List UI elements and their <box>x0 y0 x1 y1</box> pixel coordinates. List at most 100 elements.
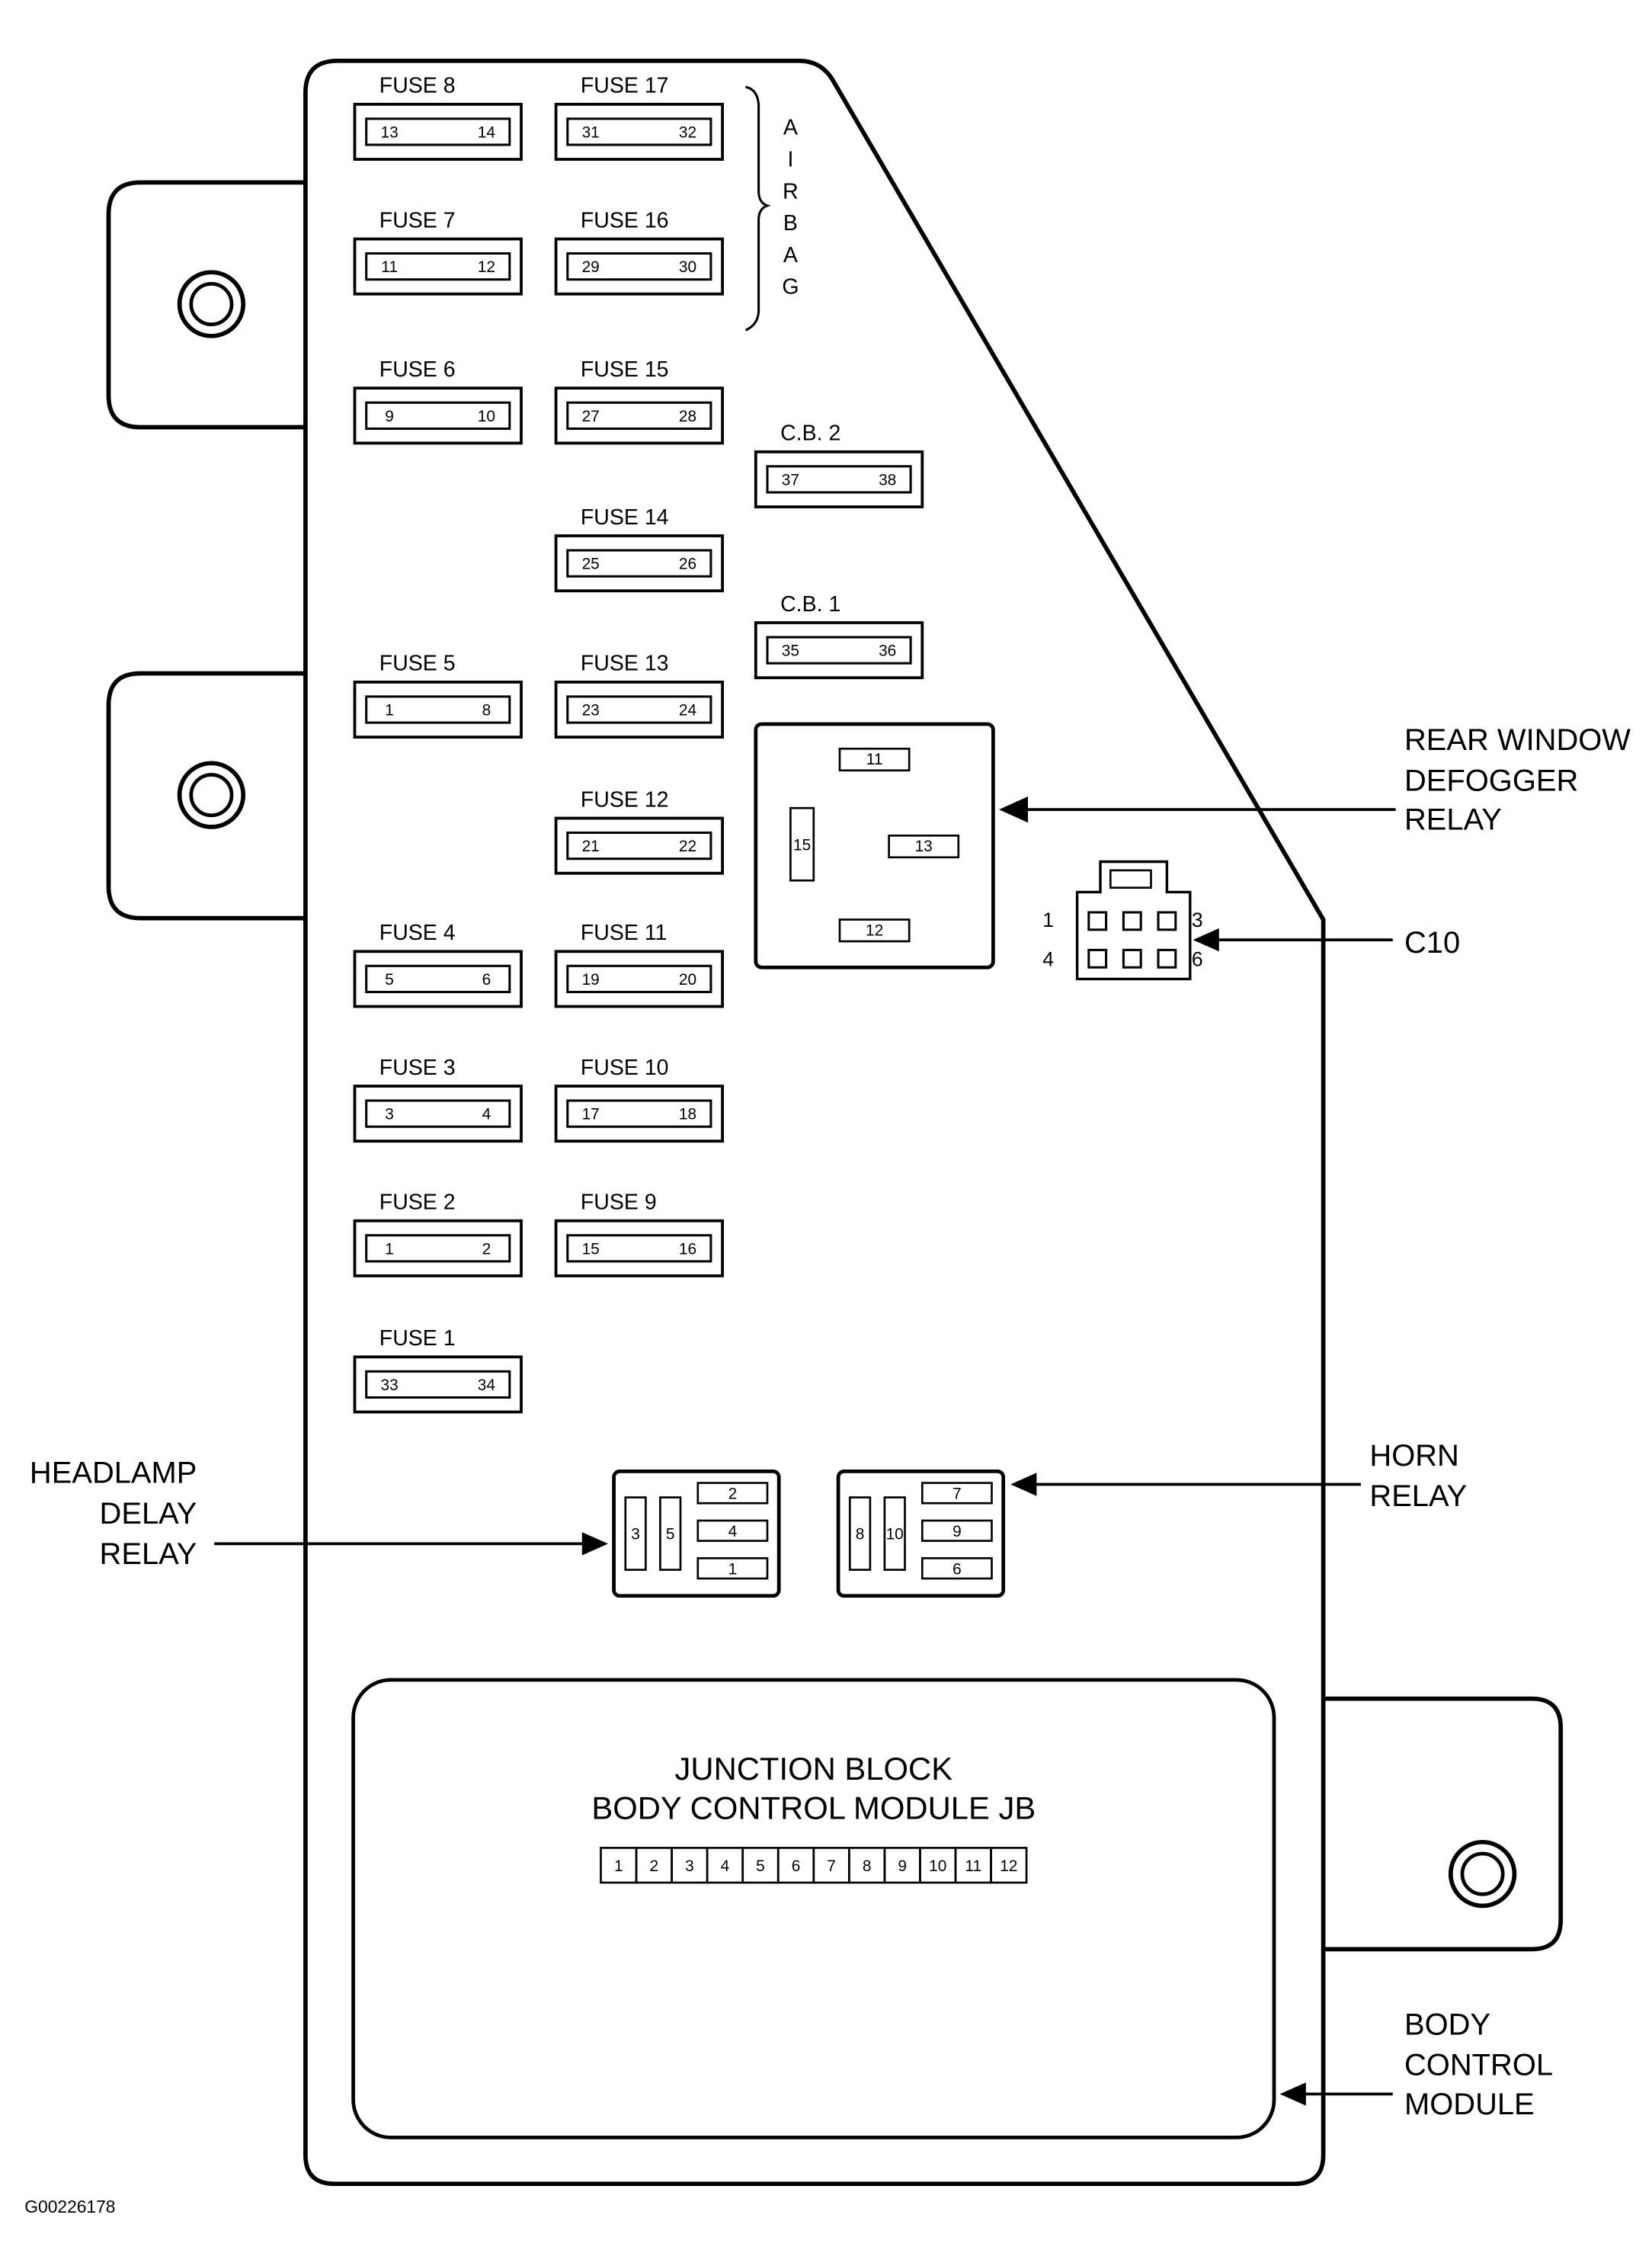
fuse-pin: 24 <box>679 702 696 720</box>
fuse-fuse-14 <box>554 534 725 593</box>
fuse-inner <box>365 401 511 430</box>
fuse-pin: 25 <box>582 556 600 573</box>
jb-pin: 3 <box>685 1857 694 1875</box>
fuse-pin: 26 <box>679 556 696 573</box>
fuse-pin: 33 <box>380 1377 398 1394</box>
callout-headlamp-line3: RELAY <box>100 1537 197 1571</box>
jb-pin: 12 <box>1000 1857 1017 1875</box>
arrow-head-horn <box>1010 1473 1037 1496</box>
fuse-fuse-1 <box>353 1355 523 1414</box>
fuse-fuse-13 <box>554 681 725 739</box>
fuse-label: FUSE 16 <box>581 208 669 232</box>
fuse-pin: 36 <box>879 643 896 660</box>
fuse-inner <box>766 465 912 494</box>
fuse-fuse-16 <box>554 237 725 296</box>
fuse-pin: 3 <box>385 1106 394 1123</box>
fuse-inner <box>365 117 511 146</box>
figure-id: G00226178 <box>24 2197 115 2216</box>
fuse-inner <box>566 695 712 724</box>
fuse-inner <box>566 117 712 146</box>
horn-relay <box>836 1470 1006 1598</box>
fuse-fuse-3 <box>353 1085 523 1143</box>
fuse-label: C.B. 1 <box>780 592 840 617</box>
fuse-pin: 10 <box>478 408 495 425</box>
callout-headlamp-line2: DELAY <box>100 1497 197 1530</box>
fuse-label: FUSE 17 <box>581 74 669 98</box>
fuse-pin: 22 <box>679 838 696 855</box>
jb-pin: 9 <box>898 1857 907 1875</box>
fuse-label: FUSE 12 <box>581 787 669 812</box>
fuse-inner <box>566 831 712 861</box>
arrow-head-c10 <box>1193 928 1219 952</box>
c10-connector <box>1075 860 1192 981</box>
fuse-inner <box>566 401 712 430</box>
airbag-letter: A <box>783 116 798 140</box>
fuse-label: FUSE 8 <box>379 74 456 98</box>
fuse-pin: 18 <box>679 1106 696 1123</box>
fuse-fuse-17 <box>554 102 725 161</box>
fuse-pin: 5 <box>385 971 394 989</box>
fuse-inner <box>365 252 511 281</box>
fuse-label: FUSE 10 <box>581 1056 669 1080</box>
mounting-tab-top <box>106 180 305 430</box>
fuse-fuse-4 <box>353 950 523 1008</box>
mounting-hole-middle <box>177 761 246 829</box>
relay-pin: 3 <box>631 1526 640 1543</box>
fuse-pin: 9 <box>385 408 394 425</box>
fuse-fuse-12 <box>554 816 725 875</box>
fuse-fuse-5 <box>353 681 523 739</box>
fuse-label: FUSE 1 <box>379 1326 456 1351</box>
fuse-inner <box>766 636 912 665</box>
jb-pin: 11 <box>965 1857 981 1875</box>
relay-pin: 11 <box>866 751 883 768</box>
fuse-inner <box>566 1234 712 1263</box>
relay-pin: 2 <box>728 1486 738 1503</box>
airbag-letter: A <box>783 243 798 268</box>
relay-pin: 7 <box>952 1486 962 1503</box>
airbag-letter: R <box>783 179 799 204</box>
c10-pin: 6 <box>1192 947 1203 970</box>
fuse-inner <box>566 1099 712 1128</box>
callout-defogger-line2: DEFOGGER <box>1404 764 1578 797</box>
fuse-inner <box>365 1234 511 1263</box>
fuse-fuse-6 <box>353 386 523 445</box>
fuse-inner <box>365 964 511 994</box>
fuse-pin: 6 <box>482 971 491 989</box>
jb-pin: 5 <box>756 1857 765 1875</box>
fuse-label: FUSE 6 <box>379 357 456 382</box>
mounting-tab-right <box>1323 1696 1564 1952</box>
headlamp-delay-relay <box>612 1470 781 1598</box>
fuse-pin: 14 <box>478 124 495 142</box>
callout-headlamp-line1: HEADLAMP <box>30 1457 197 1490</box>
callout-c10: C10 <box>1404 926 1460 960</box>
callout-arrows <box>214 808 1396 2096</box>
c10-pin: 3 <box>1192 909 1203 931</box>
fuse-label: C.B. 2 <box>780 421 840 446</box>
fuse-fuse-10 <box>554 1085 725 1143</box>
fuse-fuse-2 <box>353 1219 523 1277</box>
fuse-pin: 32 <box>679 124 696 142</box>
jb-title-line1: JUNCTION BLOCK <box>674 1751 952 1787</box>
jb-pin: 1 <box>614 1857 623 1875</box>
body-control-module <box>351 1678 1276 2139</box>
c10-pin: 1 <box>1042 909 1054 931</box>
mounting-tab-middle <box>106 671 305 921</box>
c10-pin: 4 <box>1042 947 1054 970</box>
fuse-pin: 23 <box>582 702 600 720</box>
fuse-pin: 17 <box>582 1106 600 1123</box>
jb-pin: 2 <box>650 1857 659 1875</box>
fuse-pin: 28 <box>679 408 696 425</box>
fuse-pin: 35 <box>782 643 799 660</box>
fuse-inner <box>365 695 511 724</box>
fuse-label: FUSE 13 <box>581 652 669 676</box>
relay-pin: 8 <box>856 1526 865 1543</box>
callout-defogger-line3: RELAY <box>1404 803 1502 837</box>
fuse-pin: 1 <box>385 1240 394 1258</box>
fuse-pin: 8 <box>482 702 491 720</box>
fuse-pin: 4 <box>482 1106 491 1123</box>
fuse-pin: 16 <box>679 1240 696 1258</box>
fuse-pin: 34 <box>478 1377 495 1394</box>
fuse-pin: 37 <box>782 472 799 489</box>
jb-pin: 7 <box>827 1857 836 1875</box>
